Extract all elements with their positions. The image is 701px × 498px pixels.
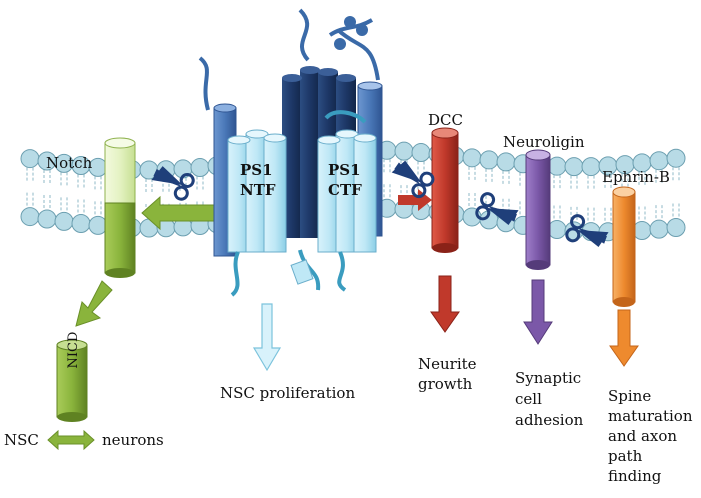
notch-receptor — [104, 137, 136, 278]
nicd-fragment — [56, 339, 88, 422]
neurite-growth-label-line2: growth — [418, 375, 473, 393]
nicd-label: NICD — [66, 331, 81, 369]
ps1-ntf-label-line2: NTF — [240, 181, 276, 199]
lipid-head — [632, 221, 652, 241]
lipid-head — [411, 143, 431, 163]
scissors-icon — [151, 166, 195, 201]
ephrin-b-protein — [612, 186, 636, 307]
down-arrow-icon — [430, 275, 460, 333]
ps1-ctf-label-line1: PS1 — [328, 161, 361, 179]
lipid-head — [20, 149, 40, 169]
spine-label-line3: and axon — [608, 427, 678, 445]
lipid-head — [394, 141, 414, 161]
lipid-head — [37, 209, 57, 229]
lipid-head — [547, 220, 567, 240]
neuroligin-label: Neuroligin — [503, 133, 585, 151]
lipid-head — [496, 152, 516, 172]
synaptic-label-line1: Synaptic — [515, 369, 582, 387]
down-arrow-icon — [609, 309, 639, 367]
spine-label-line1: Spine — [608, 387, 652, 405]
dcc-receptor — [431, 127, 459, 253]
lipid-head — [190, 158, 210, 178]
notch-label: Notch — [46, 154, 93, 172]
down-arrow-icon — [252, 303, 282, 372]
lipid-head — [88, 215, 108, 235]
neurite-growth-label-line1: Neurite — [418, 355, 477, 373]
ephrin-b-label: Ephrin-B — [602, 168, 670, 186]
left-arrow-icon — [141, 195, 215, 231]
lipid-head — [581, 157, 601, 177]
lipid-head — [547, 156, 567, 176]
spine-label-line5: finding — [608, 467, 662, 485]
lipid-head — [20, 207, 40, 227]
ps1-complex — [198, 8, 383, 297]
scissors-icon — [565, 214, 609, 248]
neurons-label: neurons — [102, 431, 164, 449]
scissors-icon — [391, 160, 435, 199]
lipid-head — [666, 148, 686, 168]
down-arrow-icon — [75, 280, 113, 327]
spine-label-line4: path — [608, 447, 643, 465]
down-arrow-icon — [523, 279, 553, 345]
synaptic-label-line3: adhesion — [515, 411, 584, 429]
nsc-proliferation-label: NSC proliferation — [220, 384, 356, 402]
synaptic-label-line2: cell — [515, 390, 542, 408]
lipid-head — [462, 148, 482, 168]
lipid-head — [564, 157, 584, 177]
nsc-label: NSC — [4, 431, 39, 449]
lipid-head — [479, 150, 499, 170]
ps1-ntf-label-line1: PS1 — [240, 161, 273, 179]
lipid-head — [666, 218, 686, 238]
dcc-label: DCC — [428, 111, 463, 129]
ps1-ctf-label-line2: CTF — [328, 181, 362, 199]
lipid-head — [71, 214, 91, 234]
double-arrow-icon — [47, 429, 95, 451]
scissors-icon — [475, 192, 519, 226]
lipid-head — [54, 211, 74, 231]
neuroligin-protein — [525, 149, 551, 270]
lipid-head — [649, 219, 669, 239]
spine-label-line2: maturation — [608, 407, 693, 425]
